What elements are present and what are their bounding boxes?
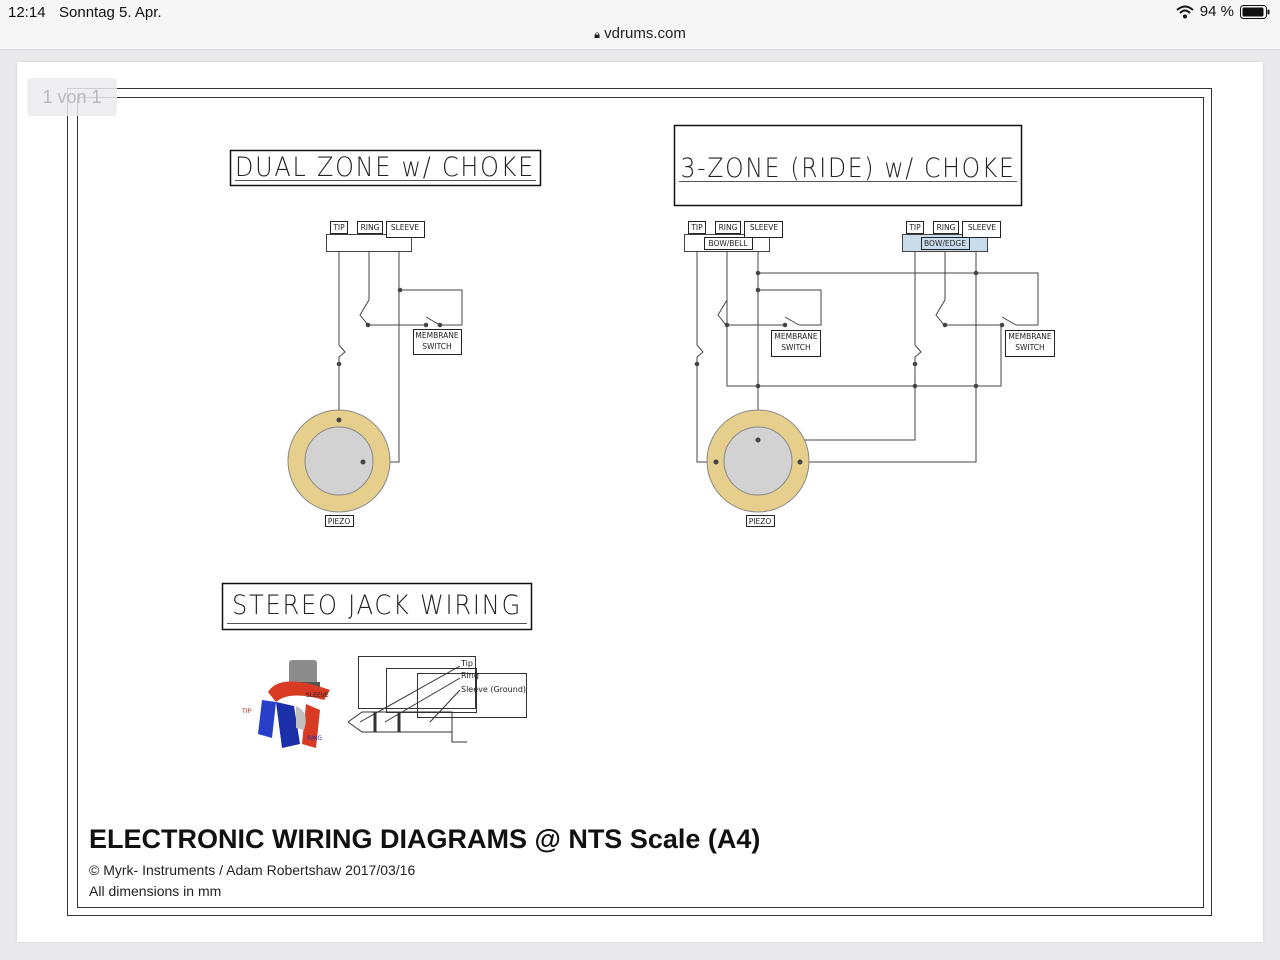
three-tip-label-2: TIP	[908, 223, 921, 232]
footer-title: ELECTRONIC WIRING DIAGRAMS @ NTS Scale (…	[89, 824, 760, 854]
stereo-title-box	[221, 582, 533, 631]
dual-membrane-label: MEMBRANE	[415, 331, 458, 340]
status-time: 12:14	[8, 4, 46, 21]
dual-piezo-center	[304, 426, 374, 496]
jack-sleeve-label: Sleeve (Ground)	[461, 685, 526, 694]
address-bar[interactable]: 🔒︎ vdrums.com	[0, 24, 1280, 50]
footer-dimensions: All dimensions in mm	[89, 883, 221, 899]
photo-sleeve-label: SLEEVE	[306, 692, 329, 699]
three-piezo-center	[723, 426, 793, 496]
battery-percent: 94 %	[1199, 3, 1234, 20]
bow-edge-label: BOW/EDGE	[924, 239, 966, 248]
url-display[interactable]: 🔒︎ vdrums.com	[0, 25, 1280, 42]
three-sleeve-label-1: SLEEVE	[750, 223, 779, 232]
status-date: Sonntag 5. Apr.	[59, 4, 162, 21]
three-title-box	[673, 124, 1023, 207]
dual-jack-body	[326, 234, 412, 252]
dual-tip-label: TIP	[332, 223, 345, 232]
dual-piezo-label: PIEZO	[328, 517, 351, 526]
footer-copyright: © Myrk- Instruments / Adam Robertshaw 20…	[89, 862, 415, 878]
jack-tip-label: Tip	[460, 659, 473, 668]
dual-sleeve-label: SLEEVE	[391, 223, 420, 232]
page-indicator: 1 von 1	[27, 78, 117, 116]
three-membrane-label-2: MEMBRANE	[1008, 332, 1051, 341]
photo-tip-label: TIP	[241, 708, 251, 715]
inner-border	[77, 97, 1204, 908]
status-right: 94 %	[1176, 3, 1270, 20]
dual-zone-diagram	[229, 149, 542, 527]
wifi-icon	[1176, 5, 1194, 18]
url-text: vdrums.com	[604, 25, 686, 42]
three-membrane-label-1: MEMBRANE	[774, 332, 817, 341]
three-ring-label-2: RING	[937, 223, 956, 232]
jack-photo-illustration	[258, 660, 330, 748]
lock-icon: 🔒︎	[594, 29, 600, 41]
three-zone-title: 3-ZONE (RIDE) w/ CHOKE	[681, 153, 1016, 184]
battery-icon	[1240, 4, 1270, 19]
dual-ring-label: RING	[361, 223, 380, 232]
three-piezo-label: PIEZO	[749, 517, 772, 526]
dual-switch-label: SWITCH	[422, 342, 451, 351]
three-sleeve-label-2: SLEEVE	[968, 223, 997, 232]
three-switch-label-2: SWITCH	[1015, 343, 1044, 352]
document-page	[17, 62, 1263, 942]
three-zone-diagram	[673, 124, 1055, 527]
bow-bell-label: BOW/BELL	[708, 239, 748, 248]
dual-zone-title: DUAL ZONE w/ CHOKE	[235, 152, 535, 183]
dual-title-box	[229, 149, 542, 187]
three-tip-label-1: TIP	[690, 223, 703, 232]
drawing-footer: ELECTRONIC WIRING DIAGRAMS @ NTS Scale (…	[89, 824, 760, 899]
stereo-jack-section	[221, 582, 533, 743]
three-switch-label-1: SWITCH	[781, 343, 810, 352]
three-jack-body-1	[684, 234, 770, 252]
jack-ring-label: Ring	[461, 671, 479, 680]
stereo-jack-title: STEREO JACK WIRING	[232, 590, 522, 621]
three-ring-label-1: RING	[719, 223, 738, 232]
photo-ring-label: RING	[307, 735, 322, 742]
status-bar: 12:14 Sonntag 5. Apr. 94 %	[0, 0, 1280, 24]
outer-border	[67, 88, 1212, 916]
